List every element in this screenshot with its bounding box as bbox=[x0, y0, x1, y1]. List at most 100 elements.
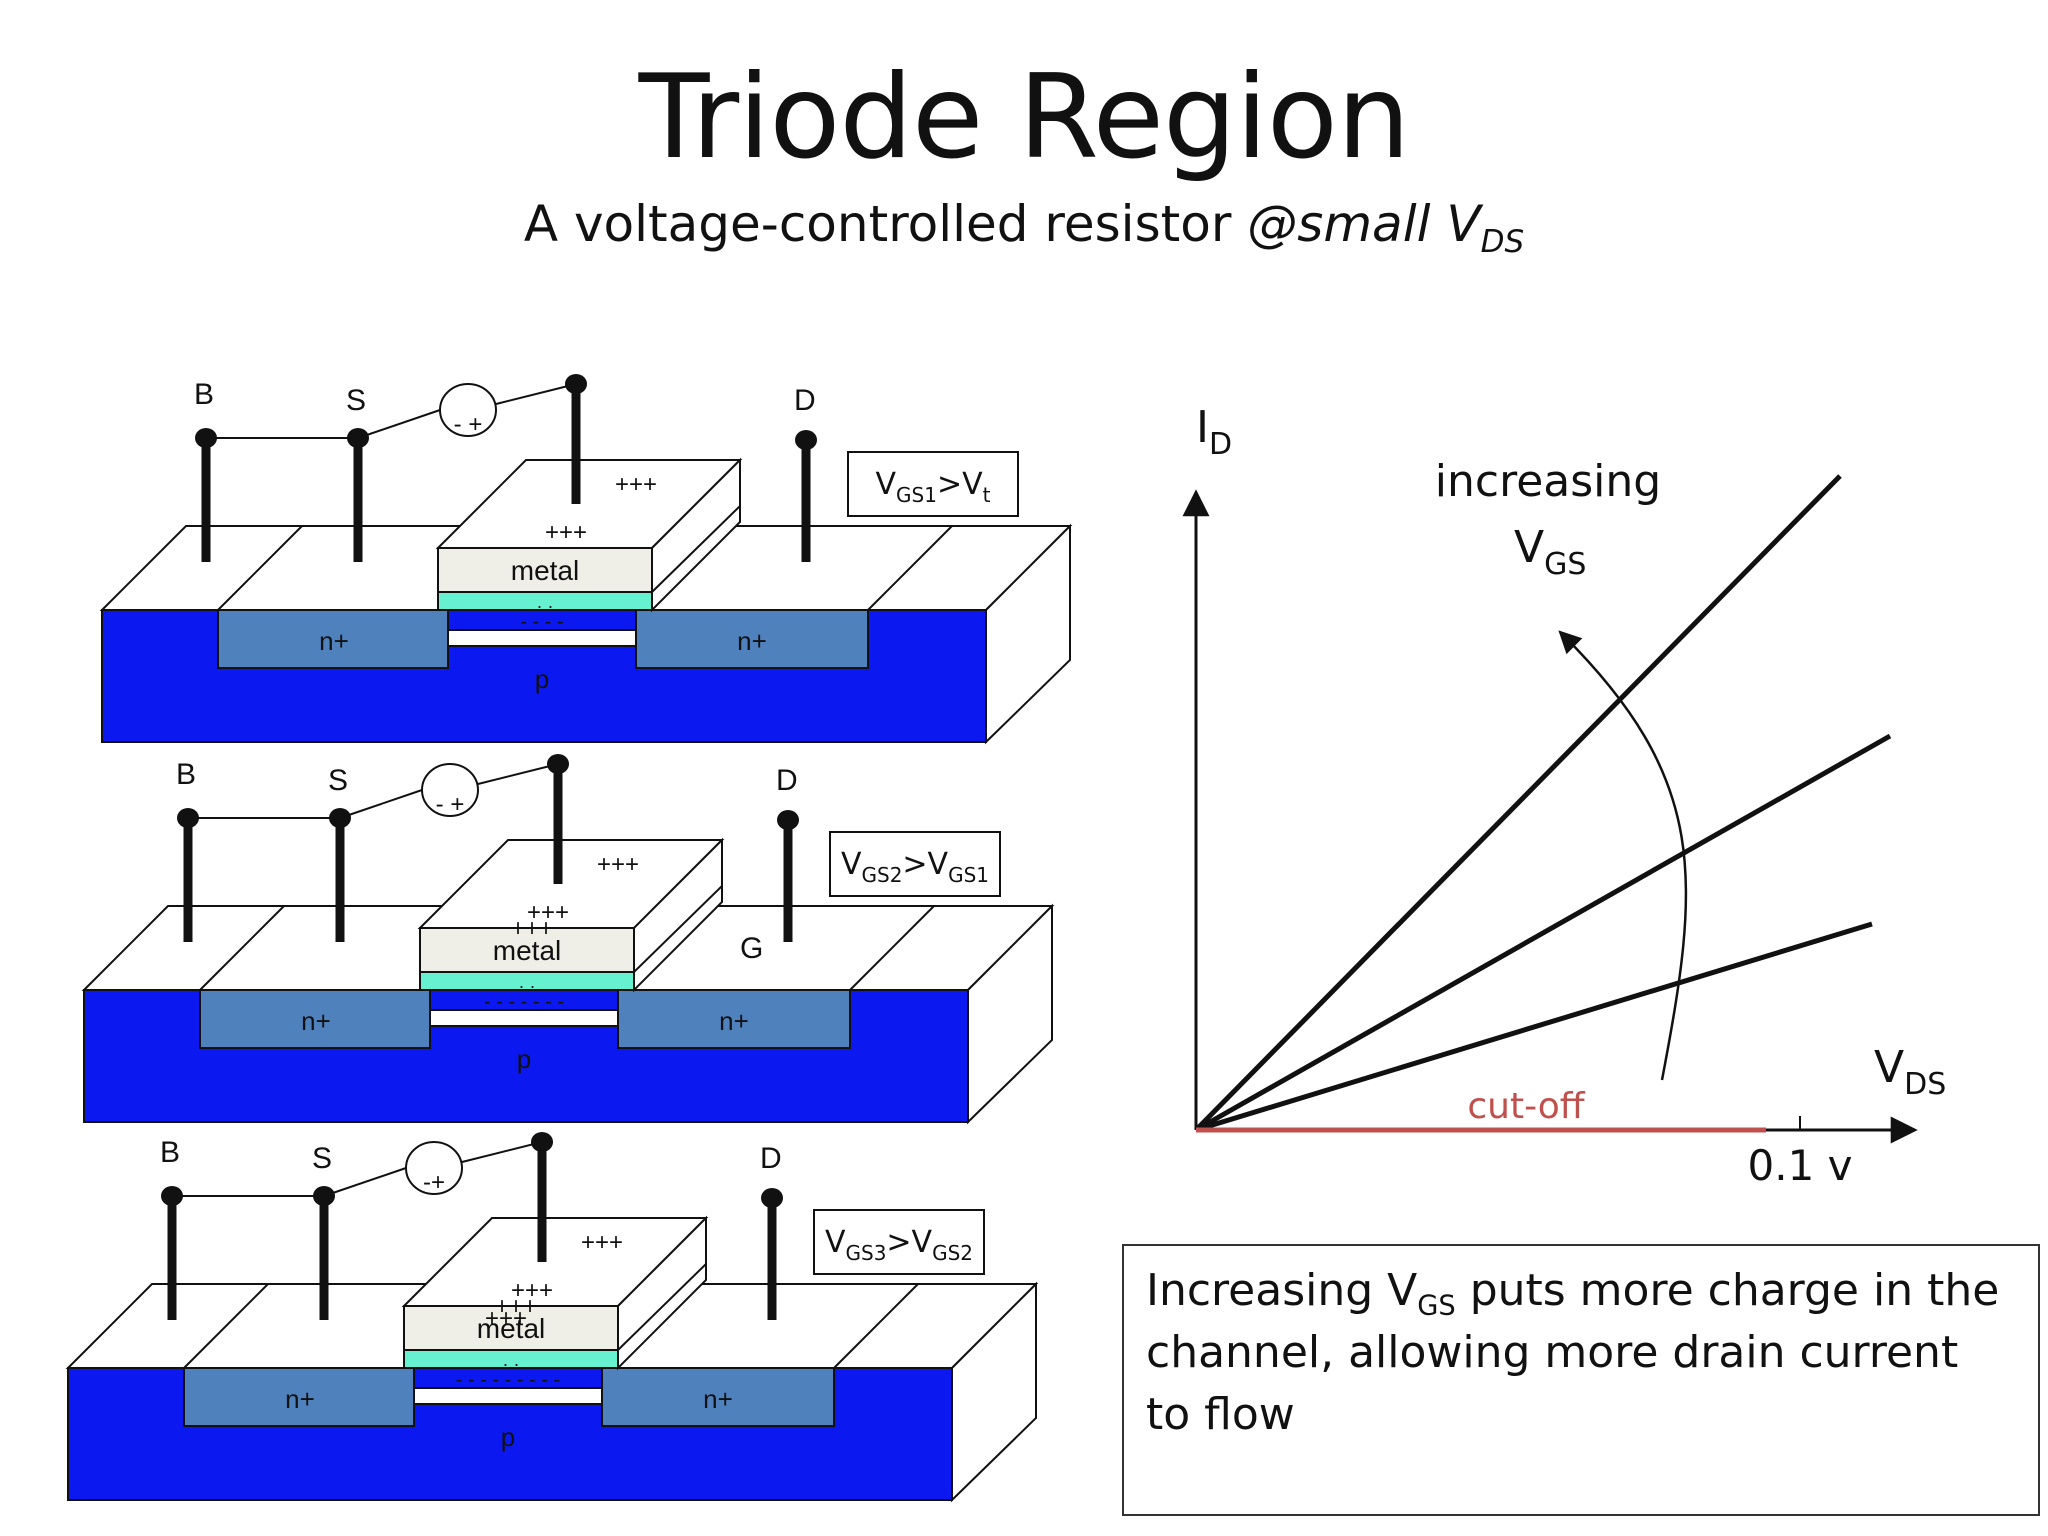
terminal-s-label: S bbox=[328, 764, 348, 797]
channel bbox=[447, 629, 637, 647]
extra-terminal-label: G bbox=[740, 932, 763, 965]
source-wire bbox=[357, 409, 441, 439]
vgs-condition-label: VGS1>Vt bbox=[876, 467, 991, 507]
terminal-s-label: S bbox=[346, 384, 366, 417]
top-face-edge bbox=[867, 525, 953, 611]
substrate-label: p bbox=[501, 1422, 515, 1452]
top-face-edge bbox=[217, 525, 303, 611]
substrate-label: p bbox=[535, 664, 549, 694]
increasing-vgs-arrow bbox=[1558, 630, 1688, 1081]
n-well-left bbox=[217, 609, 449, 669]
oxide-charge: · · bbox=[537, 596, 554, 616]
gate-front-charge: +++ bbox=[511, 915, 553, 942]
channel bbox=[429, 1009, 619, 1027]
gate-top-charge: +++ bbox=[597, 851, 639, 878]
gate-side-edge bbox=[633, 885, 723, 973]
note-box: Increasing VGS puts more charge in the c… bbox=[1122, 1244, 2040, 1516]
iv-graph: ID VDS increasing VGS cut-off 0.1 v bbox=[1182, 402, 1946, 1190]
channel bbox=[413, 1387, 603, 1405]
cutoff-label: cut-off bbox=[1467, 1086, 1585, 1127]
gate-oxide bbox=[419, 971, 635, 991]
gate-side-edge bbox=[651, 505, 741, 593]
vgs-label: VGS bbox=[1514, 522, 1586, 582]
voltage-source-sign: -+ bbox=[423, 1169, 445, 1196]
slide-subtitle: A voltage-controlled resistor @small VDS bbox=[0, 192, 2048, 260]
x-axis-label: VDS bbox=[1874, 1042, 1946, 1102]
top-face-edge bbox=[199, 905, 285, 991]
n-well-right-label: n+ bbox=[737, 626, 767, 656]
gate-top-charge: +++ bbox=[615, 471, 657, 498]
vgs-condition-box bbox=[813, 1209, 985, 1275]
terminal-node bbox=[795, 430, 817, 450]
n-well-left-label: n+ bbox=[301, 1006, 331, 1036]
voltage-source bbox=[439, 383, 497, 437]
voltage-source bbox=[405, 1141, 463, 1195]
channel-charge: - - - - - - - - - bbox=[456, 1369, 560, 1391]
gate-top-charge: +++ bbox=[581, 1229, 623, 1256]
terminal-d-label: D bbox=[776, 764, 798, 797]
oxide-charge: · · bbox=[519, 976, 536, 996]
gate-wire bbox=[461, 1141, 543, 1163]
terminal-d-label: D bbox=[760, 1142, 782, 1175]
gate-label: metal bbox=[477, 1313, 545, 1344]
gate-front-charge: +++ bbox=[495, 1293, 537, 1320]
increasing-label: increasing bbox=[1435, 456, 1661, 507]
terminal-s-label: S bbox=[312, 1142, 332, 1175]
gate-wire bbox=[477, 763, 559, 785]
gate-front-charge: +++ bbox=[511, 1277, 553, 1304]
gate-label: metal bbox=[493, 935, 561, 966]
subtitle-italic: @small VDS bbox=[1247, 195, 1525, 260]
n-well-left-label: n+ bbox=[319, 626, 349, 656]
iv-line-2 bbox=[1194, 733, 1892, 1133]
n-well-right bbox=[601, 1367, 835, 1427]
vgs-condition-label: VGS3>VGS2 bbox=[825, 1225, 973, 1265]
oxide-charge: · · bbox=[503, 1354, 520, 1374]
iv-lines bbox=[1194, 474, 1892, 1133]
terminal-node bbox=[777, 810, 799, 830]
gate-wire bbox=[495, 383, 577, 405]
y-axis-label: ID bbox=[1196, 402, 1232, 462]
gate-front-charge: +++ bbox=[545, 519, 587, 546]
top-face-edge bbox=[183, 1283, 269, 1369]
n-well-right bbox=[617, 989, 851, 1049]
vgs-condition-box bbox=[847, 451, 1019, 517]
voltage-source bbox=[421, 763, 479, 817]
terminal-node bbox=[761, 1188, 783, 1208]
gate-oxide bbox=[437, 591, 653, 611]
n-well-right bbox=[635, 609, 869, 669]
terminal-node bbox=[177, 808, 199, 828]
n-well-left-label: n+ bbox=[285, 1384, 315, 1414]
n-well-right-label: n+ bbox=[719, 1006, 749, 1036]
gate-front-charge: +++ bbox=[527, 899, 569, 926]
top-face-edge bbox=[833, 1283, 919, 1369]
voltage-source-sign: - + bbox=[436, 791, 465, 818]
source-wire bbox=[339, 789, 423, 819]
terminal-d-label: D bbox=[794, 384, 816, 417]
x-tick-label: 0.1 v bbox=[1748, 1141, 1853, 1190]
n-well-left bbox=[183, 1367, 415, 1427]
voltage-source-sign: - + bbox=[454, 411, 483, 438]
metal-gate bbox=[403, 1305, 619, 1351]
gate-front-charge: +++ bbox=[485, 1305, 527, 1332]
vgs-condition-box bbox=[829, 831, 1001, 897]
terminal-b-label: B bbox=[194, 378, 214, 411]
gate-oxide bbox=[403, 1349, 619, 1369]
top-face-edge bbox=[849, 905, 935, 991]
terminal-node bbox=[195, 428, 217, 448]
substrate-label: p bbox=[517, 1044, 531, 1074]
source-wire bbox=[323, 1167, 407, 1197]
subtitle-main: A voltage-controlled resistor bbox=[523, 195, 1232, 253]
n-well-right-label: n+ bbox=[703, 1384, 733, 1414]
channel-charge: - - - - bbox=[520, 611, 563, 633]
terminal-b-label: B bbox=[176, 758, 196, 791]
metal-gate bbox=[419, 927, 635, 973]
gate-label: metal bbox=[511, 555, 579, 586]
terminal-node bbox=[161, 1186, 183, 1206]
terminal-b-label: B bbox=[160, 1136, 180, 1169]
vgs-condition-label: VGS2>VGS1 bbox=[841, 847, 989, 887]
gate-side-edge bbox=[617, 1263, 707, 1351]
iv-line-1 bbox=[1194, 474, 1842, 1132]
